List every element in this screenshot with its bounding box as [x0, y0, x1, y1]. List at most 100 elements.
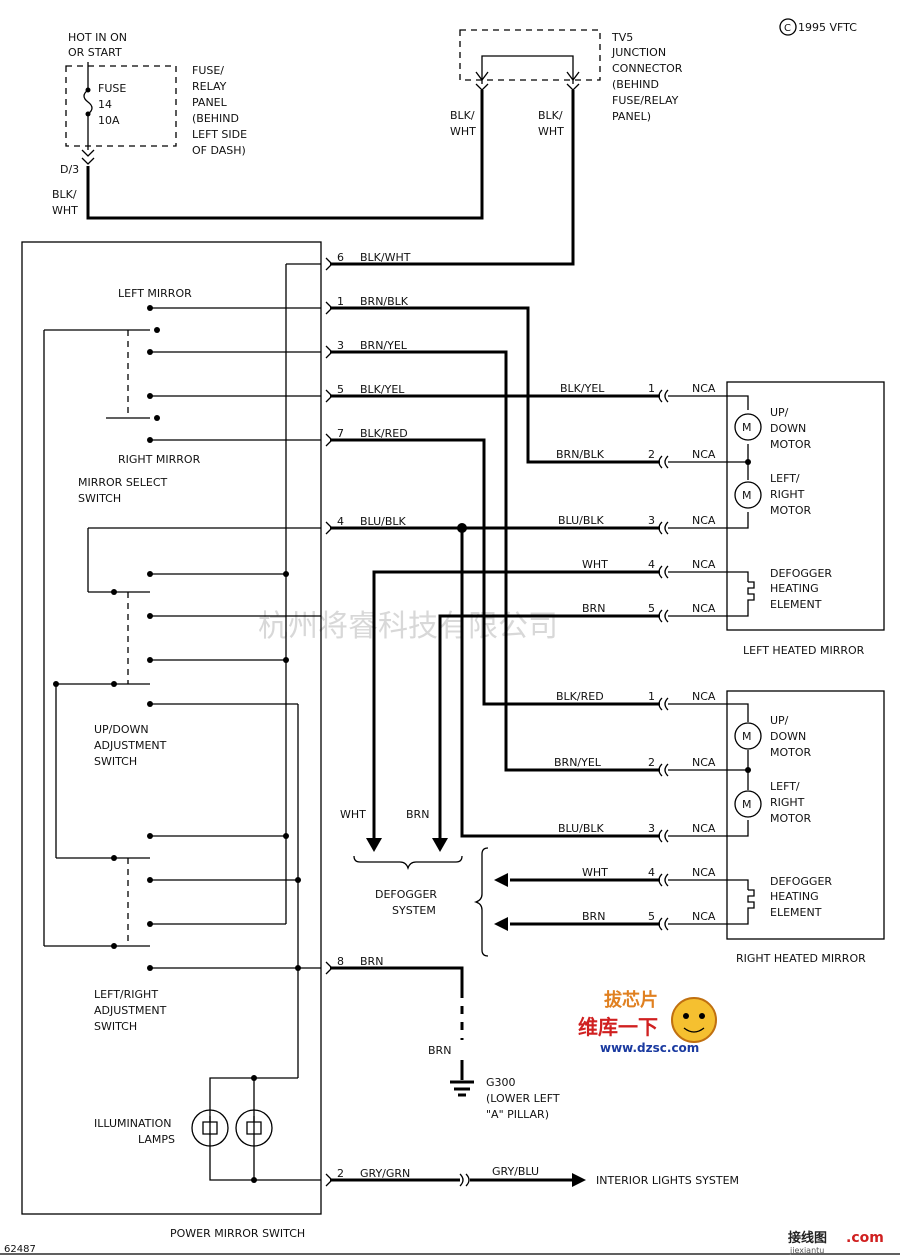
right-heating-element-icon	[747, 889, 755, 912]
updown-switch-2: ADJUSTMENT	[94, 739, 167, 752]
copyright-text: 1995 VFTC	[798, 21, 857, 34]
wire-fuse-to-junction	[86, 90, 484, 220]
leftright-switch-2: ADJUSTMENT	[94, 1004, 167, 1017]
pin-3-wire: BRN/YEL	[360, 339, 408, 352]
svg-text:DOWN: DOWN	[770, 730, 806, 743]
junction-wire-right-1: BLK/	[538, 109, 563, 122]
left-heating-element-icon	[747, 581, 755, 604]
pin-5-wire: BLK/YEL	[360, 383, 405, 396]
svg-text:BRN/YEL: BRN/YEL	[554, 756, 602, 769]
svg-text:NCA: NCA	[692, 448, 716, 461]
fuse-relay-panel: HOT IN ON OR START FUSE 14 10A FUSE/ REL…	[52, 31, 247, 217]
svg-text:BLU/BLK: BLU/BLK	[558, 514, 605, 527]
fuse-panel-box	[65, 65, 177, 147]
svg-text:BLK/YEL: BLK/YEL	[560, 382, 605, 395]
fuse-label: FUSE	[98, 82, 126, 95]
svg-text:BRN: BRN	[582, 910, 605, 923]
power-label-line-2: OR START	[68, 46, 122, 59]
svg-text:ELEMENT: ELEMENT	[770, 906, 822, 919]
defogger-system-1: DEFOGGER	[375, 888, 437, 901]
fuse-terminal: D/3	[60, 163, 79, 176]
svg-text:DEFOGGER: DEFOGGER	[770, 875, 832, 888]
leftright-switch-1: LEFT/RIGHT	[94, 988, 158, 1001]
pin-7-wire: BLK/RED	[360, 427, 408, 440]
svg-text:1: 1	[648, 382, 655, 395]
fuse-wire-1: BLK/	[52, 188, 77, 201]
svg-text:4: 4	[648, 866, 655, 879]
defogger-wht-label: WHT	[340, 808, 366, 821]
dzsc-logo: 拔芯片 维库一下 www.dzsc.com	[578, 989, 717, 1055]
footer-site-url: jiexiantu	[789, 1246, 824, 1255]
svg-text:NCA: NCA	[692, 558, 716, 571]
switch-pin-labels: 6 BLK/WHT 1 BRN/BLK 3 BRN/YEL 5 BLK/YEL …	[337, 251, 411, 1180]
pin-8-number: 8	[337, 955, 344, 968]
svg-text:NCA: NCA	[692, 690, 716, 703]
lamps-label-2: LAMPS	[138, 1133, 175, 1146]
junction-text-1: TV5	[611, 31, 633, 44]
svg-text:NCA: NCA	[692, 822, 716, 835]
pin-3-number: 3	[337, 339, 344, 352]
interior-wire-label: GRY/BLU	[492, 1165, 539, 1178]
right-defogger-brace	[473, 847, 489, 957]
svg-text:HEATING: HEATING	[770, 890, 819, 903]
fuse-wire-2: WHT	[52, 204, 78, 217]
power-mirror-switch-box	[21, 241, 322, 1215]
svg-text:5: 5	[648, 910, 655, 923]
left-mirror-box	[726, 381, 885, 631]
svg-text:NCA: NCA	[692, 514, 716, 527]
svg-text:4: 4	[648, 558, 655, 571]
svg-text:DOWN: DOWN	[770, 422, 806, 435]
svg-text:M: M	[742, 730, 752, 743]
figure-code: 62487	[4, 1244, 36, 1255]
svg-text:MOTOR: MOTOR	[770, 746, 812, 759]
svg-text:MOTOR: MOTOR	[770, 504, 812, 517]
svg-text:RIGHT: RIGHT	[770, 796, 805, 809]
defogger-system: WHT BRN DEFOGGER SYSTEM	[340, 808, 489, 957]
svg-text:M: M	[742, 489, 752, 502]
right-mirror-label: RIGHT MIRROR	[118, 453, 201, 466]
external-wiring	[330, 306, 660, 1187]
svg-text:DEFOGGER: DEFOGGER	[770, 567, 832, 580]
pin-6-wire: BLK/WHT	[360, 251, 411, 264]
panel-text-3: PANEL	[192, 96, 228, 109]
logo-mascot-icon	[671, 997, 717, 1043]
panel-text-1: FUSE/	[192, 64, 224, 77]
svg-text:2: 2	[648, 448, 655, 461]
svg-text:HEATING: HEATING	[770, 582, 819, 595]
panel-text-5: LEFT SIDE	[192, 128, 247, 141]
right-wht-arrow-icon	[494, 873, 508, 887]
svg-text:UP/: UP/	[770, 714, 789, 727]
junction-text-3: CONNECTOR	[612, 62, 683, 75]
pin-4-wire: BLU/BLK	[360, 515, 407, 528]
pin-5-number: 5	[337, 383, 344, 396]
illumination-lamp-2-icon	[235, 1109, 273, 1147]
svg-text:WHT: WHT	[582, 558, 608, 571]
svg-text:NCA: NCA	[692, 756, 716, 769]
svg-text:5: 5	[648, 602, 655, 615]
svg-text:BRN/BLK: BRN/BLK	[556, 448, 605, 461]
right-brn-arrow-icon	[494, 917, 508, 931]
svg-text:LEFT/: LEFT/	[770, 780, 800, 793]
svg-text:BRN: BRN	[582, 602, 605, 615]
logo-text-1: 拔芯片	[604, 989, 658, 1011]
defogger-system-2: SYSTEM	[392, 904, 436, 917]
svg-text:NCA: NCA	[692, 602, 716, 615]
logo-url: www.dzsc.com	[600, 1041, 699, 1055]
svg-text:UP/: UP/	[770, 406, 789, 419]
ground-wire-label: BRN	[428, 1044, 451, 1057]
svg-text:NCA: NCA	[692, 866, 716, 879]
pin-8-wire: BRN	[360, 955, 383, 968]
svg-text:MOTOR: MOTOR	[770, 812, 812, 825]
svg-text:C: C	[784, 23, 791, 34]
ground-text-1: G300	[486, 1076, 516, 1089]
left-mirror-label: LEFT MIRROR	[118, 287, 192, 300]
defogger-brn-label: BRN	[406, 808, 429, 821]
svg-text:ELEMENT: ELEMENT	[770, 598, 822, 611]
junction-text-4: (BEHIND	[612, 78, 659, 91]
panel-text-2: RELAY	[192, 80, 227, 93]
defogger-wht-arrow-icon	[366, 838, 382, 852]
svg-text:2: 2	[648, 756, 655, 769]
mirror-select-1: MIRROR SELECT	[78, 476, 168, 489]
ground-text-3: "A" PILLAR)	[486, 1108, 549, 1121]
